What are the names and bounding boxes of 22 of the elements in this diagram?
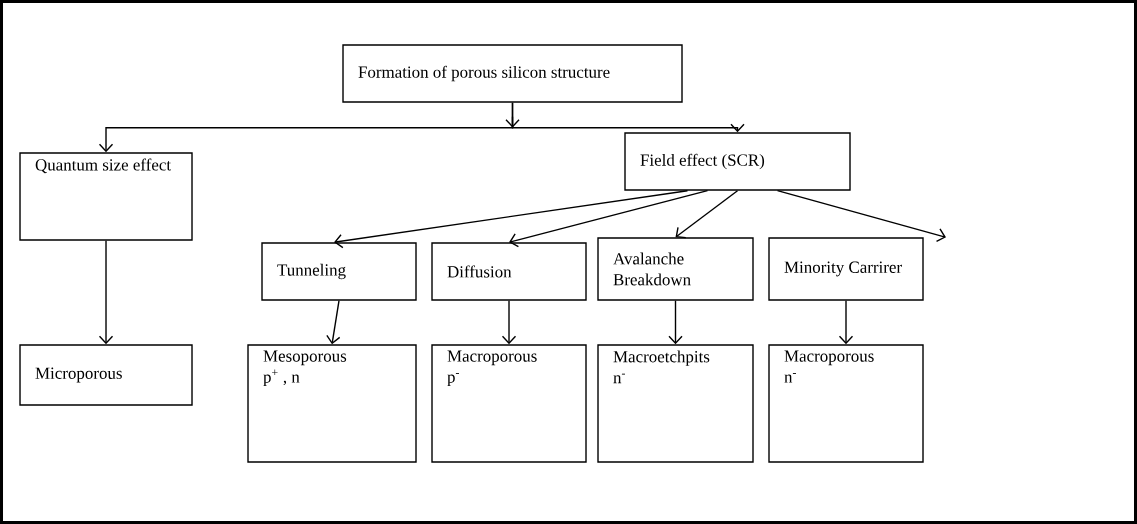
process-box: Quantum size effect	[19, 152, 193, 241]
result-box: Macroetchpits n$^{-}$	[597, 344, 754, 463]
arrow	[675, 190, 739, 239]
arrow	[509, 190, 709, 248]
arrow	[668, 300, 683, 345]
arrow	[501, 300, 517, 345]
arrow	[326, 300, 341, 345]
arrow	[511, 102, 745, 133]
process-box: Field effect (SCR)	[624, 132, 851, 191]
process-box: Minority Carrirer	[768, 237, 924, 301]
arrow	[334, 190, 689, 249]
process-box: Tunneling	[261, 242, 417, 301]
result-box: Mesoporous p$^{+}$ , n	[247, 344, 417, 463]
arrow	[838, 300, 854, 345]
arrow	[98, 240, 114, 345]
result-box: Microporous	[19, 344, 193, 406]
result-box: Macroporous n$^{-}$	[768, 344, 924, 463]
process-box: Diffusion	[431, 242, 587, 301]
process-box: Avalanche Breakdown	[597, 237, 754, 301]
process-box: Formation of porous silicon structure	[342, 44, 683, 103]
result-box: Macroporous p$^{-}$	[431, 344, 587, 463]
arrow	[776, 190, 946, 243]
